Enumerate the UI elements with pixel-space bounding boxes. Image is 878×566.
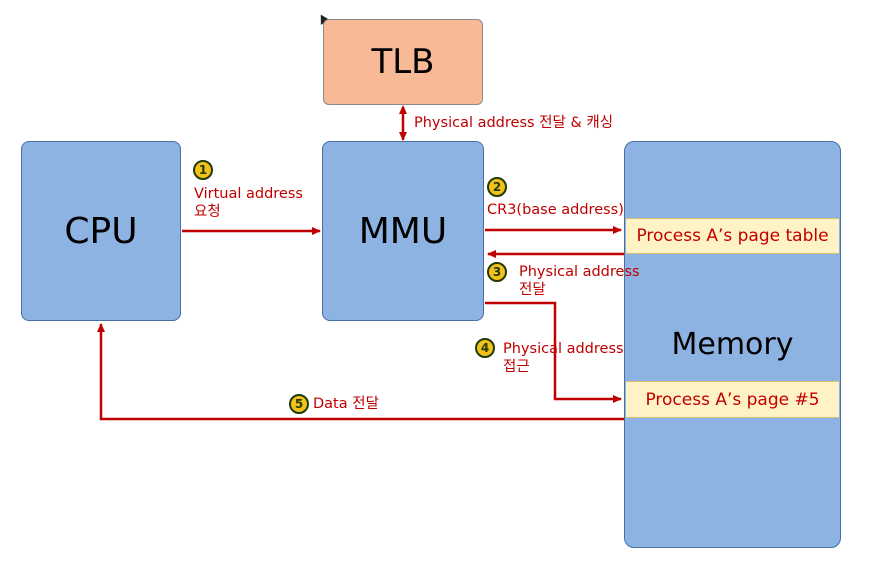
cpu-label: CPU — [64, 210, 138, 252]
step3-badge: 3 — [487, 262, 507, 282]
arrow-mmu-page5 — [485, 301, 622, 403]
step5-badge: 5 — [289, 394, 309, 414]
step4-line1: Physical address — [503, 341, 624, 357]
arrow-page5-cpu — [97, 323, 626, 421]
cpu-box: CPU — [21, 141, 181, 321]
tlb-box: TLB — [323, 19, 483, 105]
step2-line1: CR3(base address) — [487, 202, 624, 218]
step3-line2: 전달 — [519, 282, 546, 298]
page5-strip: Process A’s page #5 — [626, 381, 839, 418]
memory-label: Memory — [671, 327, 794, 362]
step5-line1: Data 전달 — [313, 396, 379, 412]
step4-line2: 접근 — [503, 359, 530, 375]
step1-badge: 1 — [193, 160, 213, 180]
step1-line1: Virtual address — [194, 186, 303, 202]
step4-badge: 4 — [475, 338, 495, 358]
mmu-box: MMU — [322, 141, 484, 321]
step3-line1: Physical address — [519, 264, 640, 280]
tlb-label: TLB — [371, 42, 435, 82]
tlb-link-label: Physical address 전달 & 캐싱 — [414, 115, 614, 131]
step1-line2: 요청 — [194, 204, 221, 220]
mmu-label: MMU — [358, 210, 448, 252]
step2-badge: 2 — [487, 177, 507, 197]
page-table-strip: Process A’s page table — [626, 218, 839, 254]
memory-box — [624, 141, 841, 548]
